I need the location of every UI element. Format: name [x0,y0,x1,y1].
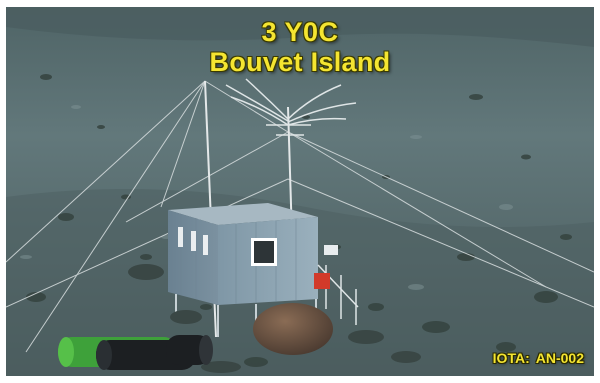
callsign-label: 3 Y0C [261,17,339,47]
red-panel [314,273,330,289]
iota-label: IOTA: [492,350,530,366]
iota-ref: AN-002 [535,350,584,366]
boulder [253,303,333,355]
card-title: 3 Y0C Bouvet Island [6,17,594,77]
antenna-guy-wires [6,80,594,353]
hut [168,203,359,337]
bouvet-island-photo: 3 Y0C Bouvet Island IOTA: AN-002 [6,7,594,376]
iota-reference: IOTA: AN-002 [493,350,584,366]
location-label: Bouvet Island [209,47,391,77]
fuel-drums [58,335,213,370]
antenna-elements [225,78,357,136]
scene-illustration [6,7,594,376]
